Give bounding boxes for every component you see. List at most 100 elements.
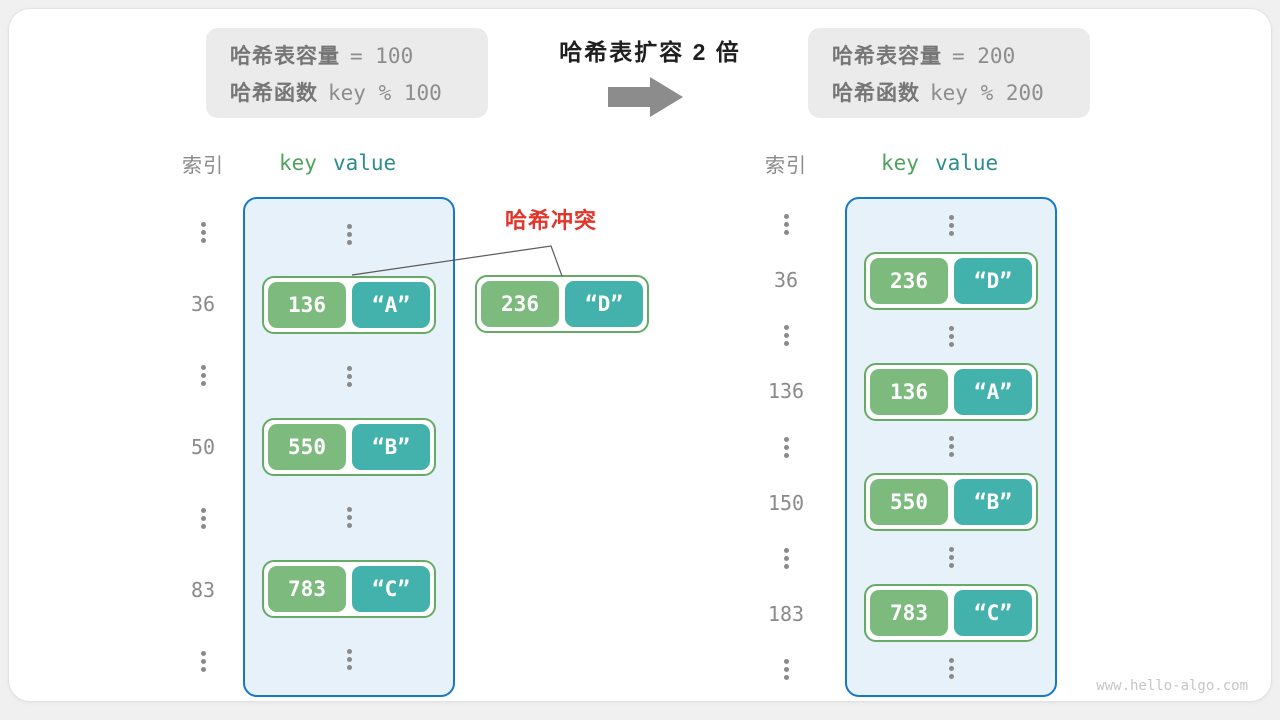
key-box: 550 <box>870 479 948 526</box>
key-box: 136 <box>870 368 948 415</box>
capacity-line: 哈希表容量 = 100 <box>230 40 488 70</box>
index-slot <box>756 530 816 586</box>
index-slot <box>173 626 233 697</box>
bucket-slot <box>245 199 453 270</box>
index-ellipsis <box>783 214 789 236</box>
bucket-slot: 550“B” <box>847 473 1055 532</box>
bucket-slot: 236“D” <box>847 251 1055 310</box>
index-label: 36 <box>190 292 216 317</box>
bucket-slot <box>847 199 1055 252</box>
index-column-right: 36 136 150 183 <box>756 197 816 697</box>
index-slot <box>756 308 816 364</box>
index-label: 150 <box>767 490 805 515</box>
index-slot: 183 <box>756 586 816 642</box>
hash-fn-line: 哈希函数 key % 100 <box>230 77 488 107</box>
key-box: 136 <box>268 282 346 329</box>
hash-fn-label: 哈希函数 <box>230 81 318 105</box>
hash-fn-line: 哈希函数 key % 200 <box>832 77 1090 107</box>
bucket-ellipsis <box>948 658 954 680</box>
index-label: 183 <box>767 601 805 626</box>
bucket-slot: 783“C” <box>847 584 1055 643</box>
collision-label: 哈希冲突 <box>504 208 597 233</box>
value-header: value <box>934 151 999 175</box>
key-box: 783 <box>870 590 948 637</box>
capacity-box-after: 哈希表容量= 200 哈希函数 key % 200 <box>808 28 1090 118</box>
bucket-slot: 136“A” <box>245 270 453 341</box>
bucket-slot <box>847 310 1055 363</box>
hash-table-before: 136“A” 550“B” 783“C” <box>243 197 455 697</box>
index-slot: 36 <box>173 268 233 339</box>
bucket-ellipsis <box>346 365 352 387</box>
key-value-pair: 783“C” <box>262 559 436 618</box>
index-slot <box>173 340 233 411</box>
capacity-box-before: 哈希表容量 = 100 哈希函数 key % 100 <box>206 28 488 118</box>
bucket-slot <box>847 531 1055 584</box>
capacity-value: = 200 <box>952 43 1016 68</box>
index-slot <box>173 197 233 268</box>
index-ellipsis <box>783 658 789 680</box>
key-value-pair: 550“B” <box>864 473 1038 532</box>
index-ellipsis <box>200 365 206 387</box>
key-box: 236 <box>481 281 559 327</box>
index-ellipsis <box>783 325 789 347</box>
index-slot: 50 <box>173 411 233 482</box>
bucket-slot <box>847 421 1055 474</box>
key-value-pair: 550“B” <box>262 418 436 476</box>
key-box: 550 <box>268 424 346 470</box>
expand-title: 哈希表扩容 2 倍 <box>559 39 741 65</box>
value-box: “A” <box>352 282 430 329</box>
bucket-slot <box>245 482 453 553</box>
value-box: “C” <box>954 590 1032 637</box>
index-slot: 36 <box>756 253 816 309</box>
index-label: 36 <box>773 268 799 293</box>
capacity-value: = 100 <box>350 43 414 68</box>
index-ellipsis <box>783 547 789 569</box>
bucket-ellipsis <box>948 214 954 236</box>
hash-fn-label: 哈希函数 <box>832 81 920 105</box>
index-ellipsis <box>200 507 206 529</box>
bucket-slot <box>245 341 453 412</box>
index-ellipsis <box>200 650 206 672</box>
capacity-label: 哈希表容量 <box>230 44 340 68</box>
bucket-ellipsis <box>346 223 352 245</box>
value-box: “C” <box>352 565 430 612</box>
bucket-slot: 136“A” <box>847 362 1055 421</box>
key-value-pair: 136“A” <box>864 362 1038 421</box>
watermark: www.hello-algo.com <box>1096 678 1248 694</box>
key-header: key <box>279 151 317 175</box>
index-ellipsis <box>200 222 206 244</box>
index-header-left: 索引 <box>182 154 224 177</box>
collision-key-value-pair: 236 “D” <box>475 275 649 333</box>
hash-fn-value: key % 200 <box>930 80 1044 105</box>
index-header-right: 索引 <box>765 154 807 177</box>
bucket-ellipsis <box>948 547 954 569</box>
kv-header-left: key value <box>243 150 455 176</box>
value-box: “D” <box>954 257 1032 304</box>
hash-table-after: 236“D” 136“A” 550“B” 783“C” <box>845 197 1057 697</box>
bucket-slot <box>245 624 453 695</box>
capacity-line: 哈希表容量= 200 <box>832 40 1090 70</box>
bucket-ellipsis <box>346 507 352 529</box>
key-value-pair: 783“C” <box>864 584 1038 643</box>
value-box: “B” <box>954 479 1032 526</box>
key-value-pair: 236“D” <box>864 251 1038 310</box>
value-box: “A” <box>954 368 1032 415</box>
kv-header-right: key value <box>845 150 1057 176</box>
index-slot: 136 <box>756 364 816 420</box>
bucket-ellipsis <box>346 649 352 671</box>
index-ellipsis <box>783 436 789 458</box>
bucket-ellipsis <box>948 436 954 458</box>
index-slot: 150 <box>756 475 816 531</box>
index-slot <box>756 642 816 698</box>
key-header: key <box>881 151 919 175</box>
index-slot <box>756 419 816 475</box>
index-slot <box>756 197 816 253</box>
value-box: “B” <box>352 424 430 470</box>
background-card <box>8 8 1272 702</box>
hash-fn-value: key % 100 <box>328 80 442 105</box>
key-box: 783 <box>268 565 346 612</box>
bucket-ellipsis <box>948 325 954 347</box>
key-value-pair: 136“A” <box>262 276 436 335</box>
